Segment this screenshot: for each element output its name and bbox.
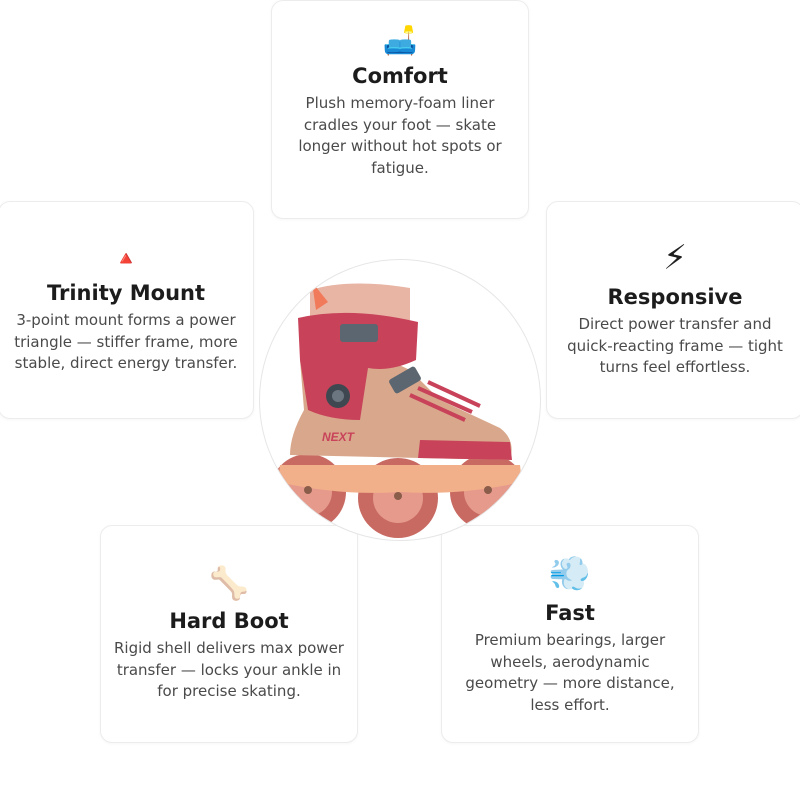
skate-laces: [409, 380, 481, 422]
skate-toe-strip: [418, 440, 512, 460]
feature-title: Fast: [545, 601, 595, 625]
feature-description: 3-point mount forms a power triangle — s…: [14, 311, 238, 372]
feature-description: Rigid shell delivers max power transfer …: [114, 639, 344, 700]
feature-card-trinity-mount: 🔺 Trinity Mount 3-point mount forms a po…: [0, 201, 254, 419]
feature-card-comfort: 🛋️ Comfort Plush memory-foam liner cradl…: [271, 0, 529, 219]
brand-mark: NEXT: [322, 430, 356, 444]
heel-tab: [312, 282, 328, 310]
feature-description: Plush memory-foam liner cradles your foo…: [298, 94, 502, 177]
feature-description: Premium bearings, larger wheels, aerodyn…: [465, 631, 675, 714]
couch-and-lamp-icon: 🛋️: [382, 24, 418, 57]
product-image-circle: NEXT: [259, 259, 541, 541]
bone-icon: 🦴: [209, 564, 249, 602]
dashing-away-icon: 💨: [548, 554, 592, 594]
lightning-icon: ⚡: [663, 238, 687, 278]
instep-buckle: [389, 366, 421, 394]
feature-title: Responsive: [607, 285, 743, 309]
feature-card-fast: 💨 Fast Premium bearings, larger wheels, …: [441, 525, 699, 743]
feature-title: Comfort: [352, 64, 448, 88]
cuff-buckle: [340, 324, 378, 342]
feature-title: Trinity Mount: [46, 281, 206, 305]
feature-card-hard-boot: 🦴 Hard Boot Rigid shell delivers max pow…: [100, 525, 358, 743]
feature-title: Hard Boot: [169, 609, 289, 633]
skate-frame: [278, 465, 522, 493]
red-triangle-icon: 🔺: [113, 246, 139, 270]
feature-description: Direct power transfer and quick-reacting…: [567, 315, 783, 376]
feature-card-responsive: ⚡ Responsive Direct power transfer and q…: [546, 201, 800, 419]
inline-skate-image: NEXT: [270, 282, 526, 538]
